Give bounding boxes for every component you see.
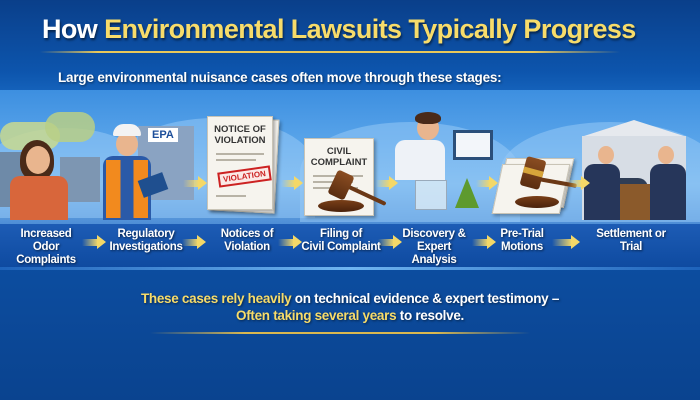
title-prefix: How	[42, 14, 105, 44]
text-line	[216, 153, 264, 155]
arrow-right-icon	[472, 235, 496, 249]
arrow-right-icon	[82, 235, 106, 249]
flask-icon	[455, 178, 479, 208]
courthouse-roof	[584, 120, 684, 136]
stage-label-discovery: Discovery &Expert Analysis	[402, 228, 466, 266]
arrow-right-icon	[552, 235, 580, 249]
scene-odor-complaints	[0, 112, 110, 220]
lawyer-left	[584, 164, 620, 220]
footer-line2: Often taking several years to resolve.	[236, 308, 464, 323]
scene-settlement-or-trial	[580, 112, 700, 220]
arrow-right-icon	[183, 176, 207, 190]
page-title: How Environmental Lawsuits Typically Pro…	[42, 14, 636, 45]
scene-notice-of-violation: NOTICE OF VIOLATION VIOLATION	[205, 112, 285, 220]
footer-underline	[150, 332, 530, 334]
footer-line1: These cases rely heavily on technical ev…	[140, 291, 560, 306]
woman-face	[26, 146, 50, 174]
title-underline	[40, 51, 620, 53]
arrow-right-icon	[281, 176, 303, 190]
band-divider	[0, 267, 700, 270]
arrow-right-icon	[278, 235, 302, 249]
lawyer-right	[650, 164, 686, 220]
doc-title-line2: COMPLAINT	[310, 157, 368, 168]
doc-title-line1: NOTICE OF	[214, 124, 266, 135]
text-line	[216, 195, 246, 197]
footer-note: These cases rely heavily on technical ev…	[0, 290, 700, 324]
arrow-right-icon	[568, 176, 590, 190]
title-highlight: Environmental Lawsuits Typically Progres…	[104, 14, 636, 44]
scene-regulatory-investigation: EPA	[98, 112, 198, 220]
gavel-base	[318, 200, 364, 212]
sample-jar-icon	[415, 180, 447, 210]
doc-title-line2: VIOLATION	[214, 135, 266, 146]
arrow-right-icon	[378, 235, 402, 249]
scientist-hair	[415, 112, 441, 124]
text-line	[216, 159, 256, 161]
lawyer-face	[658, 146, 674, 164]
smoke-cloud-icon	[45, 112, 95, 142]
hard-hat-icon	[113, 124, 141, 136]
notice-document: NOTICE OF VIOLATION VIOLATION	[207, 116, 273, 210]
gavel-base	[515, 196, 559, 208]
woman-body	[10, 176, 68, 220]
arrow-right-icon	[182, 235, 206, 249]
lab-coat	[395, 140, 445, 180]
inspector-face	[116, 132, 138, 156]
subtitle: Large environmental nuisance cases often…	[58, 70, 502, 85]
scene-pre-trial-motions	[491, 112, 580, 220]
violation-stamp: VIOLATION	[217, 165, 272, 188]
stage-label-band	[0, 224, 700, 268]
doc-title-line1: CIVIL	[326, 146, 352, 157]
scene-discovery-expert-analysis	[395, 112, 495, 220]
lawyer-face	[598, 146, 614, 164]
epa-sign: EPA	[148, 128, 178, 142]
monitor-icon	[453, 130, 493, 160]
arrow-right-icon	[476, 176, 498, 190]
arrow-right-icon	[376, 176, 398, 190]
scene-civil-complaint: CIVIL COMPLAINT	[300, 112, 390, 220]
